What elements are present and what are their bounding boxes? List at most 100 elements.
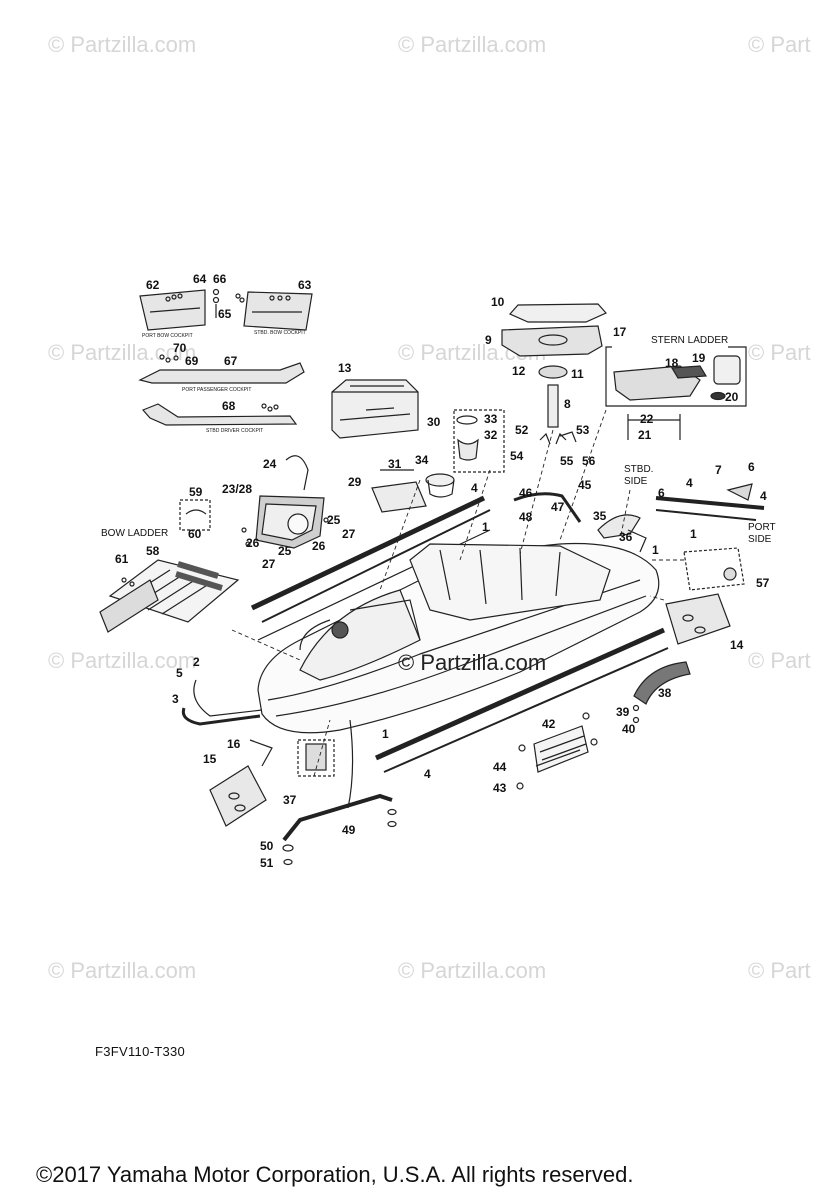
callout-7: 7 [715,463,722,477]
callout-62: 63 [298,278,312,292]
hatch-cover-part [501,303,607,357]
callout-51: 52 [515,423,529,437]
callout-56: 57 [756,576,770,590]
bow-ladder-label: BOW LADDER [101,528,168,539]
stern-ladder-box [605,346,747,440]
grab-handle-part [282,719,397,866]
callout-25: 25 [327,513,341,527]
watermark: © Part [748,340,811,365]
callout-31: 30 [427,415,441,429]
callout-10: 10 [491,295,505,309]
callout-2: 2 [193,655,200,669]
callout-57: 58 [146,544,160,558]
stern-rub-rail-part [655,483,765,521]
callout-21: 21 [638,428,652,442]
callout-64: 65 [218,307,232,321]
callout-labels: 62 64 66 65 63 70 69 67 68 13 10 9 12 11… [101,272,776,870]
callout-43: 44 [493,760,507,774]
callout-4: 4 [760,489,767,503]
callout-1: 1 [652,543,659,557]
callout-9: 9 [485,333,492,347]
swim-step-part [632,661,691,724]
callout-27: 27 [262,557,276,571]
diagram-reference-code: F3FV110-T330 [95,1044,186,1059]
callout-3: 3 [172,692,179,706]
callout-11: 11 [571,367,584,381]
callout-25: 25 [278,544,292,558]
light-part [297,739,335,777]
callout-45: 46 [519,486,533,500]
callout-4: 4 [686,476,693,490]
callout-1: 1 [482,520,489,534]
callout-20: 20 [725,390,739,404]
port-side-label: PORT [748,522,776,533]
callout-52: 53 [576,423,590,437]
watermark: © Partzilla.com [48,340,197,365]
callout-6: 6 [658,486,665,500]
callout-42: 43 [493,781,507,795]
callout-40: 40 [622,722,636,736]
callout-60: 61 [115,552,129,566]
callout-39: 39 [616,705,630,719]
stbd-side-label: STBD. [624,464,653,475]
callout-5: 5 [176,666,183,680]
rub-rail-part [374,627,669,773]
callout-18: 18 [665,356,679,370]
callout-1: 1 [382,727,389,741]
callout-12: 12 [512,364,526,378]
port-side-label-2: SIDE [748,534,772,545]
callout-63: 64 [193,272,207,286]
callout-41: 42 [542,717,556,731]
stbd-driver-cockpit-strip [141,403,298,426]
watermark: © Part [748,648,811,673]
bow-rail-part [181,679,263,726]
callout-30: 31 [388,457,402,471]
callout-68: 69 [185,354,199,368]
callout-26: 26 [246,536,260,550]
leader-lines [231,409,684,777]
cleat-plate-part [209,593,731,827]
copyright-notice: ©2017 Yamaha Motor Corporation, U.S.A. A… [36,1162,634,1187]
storage-bin-part [371,469,455,513]
watermark: © Partzilla.com [48,958,197,983]
callout-32: 32 [484,428,498,442]
watermark: © Part [748,32,811,57]
watermark: © Partzilla.com [398,32,547,57]
stbd-side-label-2: SIDE [624,476,648,487]
watermark: © Partzilla.com [48,32,197,57]
watermark: © Part [748,958,811,983]
callout-38: 38 [658,686,672,700]
callout-61: 62 [146,278,160,292]
callout-55: 56 [582,454,596,468]
stbd-bow-cockpit-label: STBD. BOW COCKPIT [254,330,306,336]
callout-48: 49 [342,823,356,837]
port-bow-cockpit-label: PORT BOW COCKPIT [142,333,193,339]
callout-59: 60 [188,527,202,541]
callout-49: 50 [260,839,274,853]
callout-8: 8 [564,397,571,411]
callout-36: 35 [593,509,607,523]
stern-rail-part [513,492,647,553]
callout-4: 4 [424,767,431,781]
callout-22: 22 [640,412,654,426]
cooler-part [331,379,419,439]
stern-ladder-label: STERN LADDER [651,335,728,346]
callout-47: 48 [519,510,533,524]
callout-65: 66 [213,272,227,286]
callout-23-28: 23/28 [222,482,252,496]
callout-14: 14 [730,638,744,652]
callout-34: 34 [415,453,429,467]
callout-26: 26 [312,539,326,553]
callout-17: 17 [613,325,627,339]
cargo-net-part [516,712,598,790]
callout-35: 37 [283,793,297,807]
callout-24: 24 [263,457,277,471]
callout-13: 13 [338,361,352,375]
callout-16: 16 [227,737,241,751]
callout-66: 67 [224,354,238,368]
glove-box-part [241,455,329,549]
watermark: © Partzilla.com [48,648,197,673]
port-bow-cockpit-panel [139,289,206,331]
platform-part [683,547,745,591]
screw-part [212,288,245,318]
